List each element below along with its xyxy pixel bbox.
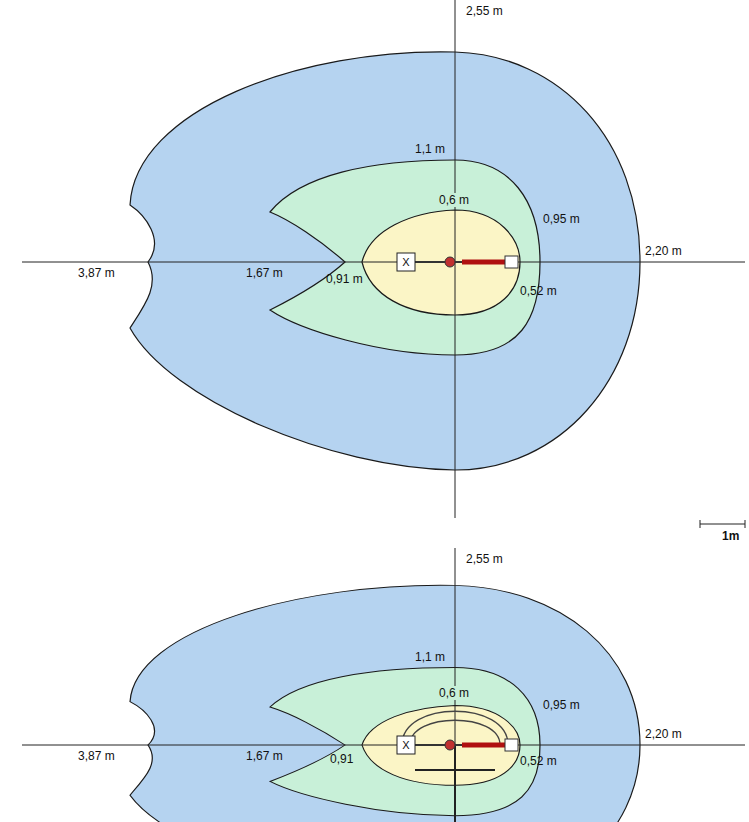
dimension-label: 3,87 m bbox=[78, 749, 115, 763]
scale-bar bbox=[700, 520, 745, 528]
scale-line bbox=[700, 524, 745, 525]
dimension-label: 1,67 m bbox=[246, 749, 283, 763]
vertical-axis bbox=[455, 0, 456, 518]
dimension-label: 2,55 m bbox=[466, 552, 503, 566]
top-zones bbox=[130, 52, 640, 470]
dimension-label: 1,1 m bbox=[415, 650, 445, 664]
dimension-label: 0,95 m bbox=[543, 698, 580, 712]
top-device bbox=[397, 253, 518, 271]
cross-mark: X bbox=[402, 255, 409, 269]
dimension-label: 0,52 m bbox=[520, 754, 557, 768]
scale-label: 1m bbox=[722, 529, 739, 543]
dimension-label: 2,20 m bbox=[645, 244, 682, 258]
dimension-label: 1,67 m bbox=[246, 266, 283, 280]
horizontal-axis bbox=[22, 745, 745, 746]
vertical-axis bbox=[455, 548, 456, 822]
dimension-label: 0,6 m bbox=[437, 686, 471, 700]
horizontal-axis bbox=[22, 262, 745, 263]
dimension-label: 2,55 m bbox=[466, 4, 503, 18]
bottom-zones bbox=[130, 585, 640, 822]
dimension-label: 1,1 m bbox=[415, 142, 445, 156]
handle-frame bbox=[402, 711, 508, 822]
dimension-label: 0,91 bbox=[330, 752, 353, 766]
scale-tick bbox=[700, 520, 701, 528]
cross-mark: X bbox=[402, 738, 409, 752]
dimension-label: 3,87 m bbox=[78, 266, 115, 280]
dimension-label: 0,95 m bbox=[543, 212, 580, 226]
bottom-device bbox=[397, 736, 518, 754]
scale-tick bbox=[745, 520, 746, 528]
bottom-diagram bbox=[130, 585, 640, 822]
dimension-label: 2,20 m bbox=[645, 727, 682, 741]
dimension-label: 0,6 m bbox=[437, 193, 471, 207]
base-stem bbox=[454, 745, 456, 822]
inner-handle-arc bbox=[410, 720, 500, 745]
outer-handle-arc bbox=[402, 711, 508, 745]
dimension-label: 0,91 m bbox=[326, 272, 363, 286]
dimension-label: 0,52 m bbox=[520, 284, 557, 298]
